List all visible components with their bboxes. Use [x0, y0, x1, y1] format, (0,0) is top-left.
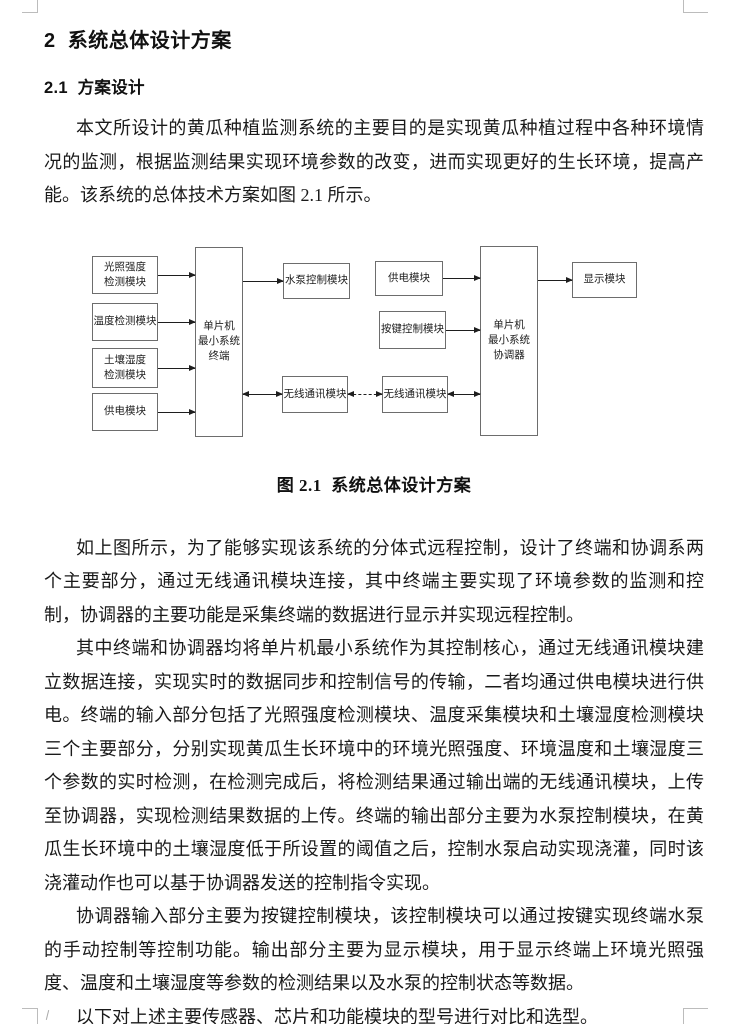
- paragraph-overview: 如上图所示，为了能够实现该系统的分体式远程控制，设计了终端和协调系两个主要部分，…: [44, 537, 704, 625]
- node-temp-sensor: 温度检测模块: [92, 302, 158, 341]
- text-boundary-mark-top-left: [22, 0, 38, 13]
- arrow-light-to-terminal: [158, 271, 196, 278]
- node-key-control: 按键控制模块: [379, 310, 446, 349]
- arrow-soil-to-terminal: [158, 364, 196, 371]
- arrow-key-to-coordinator: [446, 326, 481, 333]
- node-power-terminal: 供电模块: [92, 392, 158, 431]
- paragraph-coordinator: 协调器输入部分主要为按键控制模块，该控制模块可以通过按键实现终端水泵的手动控制等…: [44, 906, 704, 993]
- node-terminal-mcu: 单片机 最小系统 终端: [195, 246, 243, 437]
- text-boundary-mark-bottom-right: [683, 1008, 708, 1024]
- arrow-coordinator-to-display: [538, 276, 573, 283]
- arrow-power-to-terminal: [158, 408, 196, 415]
- arrow-wireless-link-dashed: [347, 391, 383, 397]
- node-display-module: 显示模块: [572, 261, 637, 298]
- arrow-wireless-coordinator: [447, 390, 481, 397]
- node-light-sensor: 光照强度 检测模块: [92, 255, 158, 294]
- arrow-terminal-to-pump: [243, 277, 284, 284]
- text-boundary-mark-bottom-left: [22, 1008, 38, 1024]
- node-wireless-terminal: 无线通讯模块: [282, 375, 348, 413]
- arrow-temp-to-terminal: [158, 318, 196, 325]
- arrow-power-to-coordinator: [443, 274, 481, 281]
- section-heading: 2 系统总体设计方案: [44, 30, 232, 52]
- node-power-coordinator: 供电模块: [375, 260, 443, 296]
- node-wireless-coordinator: 无线通讯模块: [382, 375, 448, 413]
- node-pump-control: 水泵控制模块: [283, 262, 350, 299]
- paragraph-terminal: 其中终端和协调器均将单片机最小系统作为其控制核心，通过无线通讯模块建立数据连接，…: [44, 638, 704, 893]
- figure-caption: 图 2.1 系统总体设计方案: [276, 475, 472, 495]
- arrow-terminal-wireless: [242, 390, 283, 397]
- paragraph-intro: 本文所设计的黄瓜种植监测系统的主要目的是实现黄瓜种植过程中各种环境情况的监测，根…: [44, 118, 704, 205]
- figure-2-1-block-diagram: 光照强度 检测模块 温度检测模块 土壤湿度 检测模块 供电模块 单片机 最小系统…: [85, 244, 655, 444]
- paragraph-selection: 以下对上述主要传感器、芯片和功能模块的型号进行对比和选型。: [76, 1006, 598, 1024]
- node-soil-sensor: 土壤湿度 检测模块: [92, 347, 158, 388]
- text-boundary-mark-top-right: [683, 0, 708, 13]
- node-coordinator-mcu: 单片机 最小系统 协调器: [480, 245, 538, 436]
- page-content: 2 系统总体设计方案 2.1 方案设计 本文所设计的黄瓜种植监测系统的主要目的是…: [44, 24, 704, 1024]
- subsection-heading: 2.1 方案设计: [44, 79, 145, 97]
